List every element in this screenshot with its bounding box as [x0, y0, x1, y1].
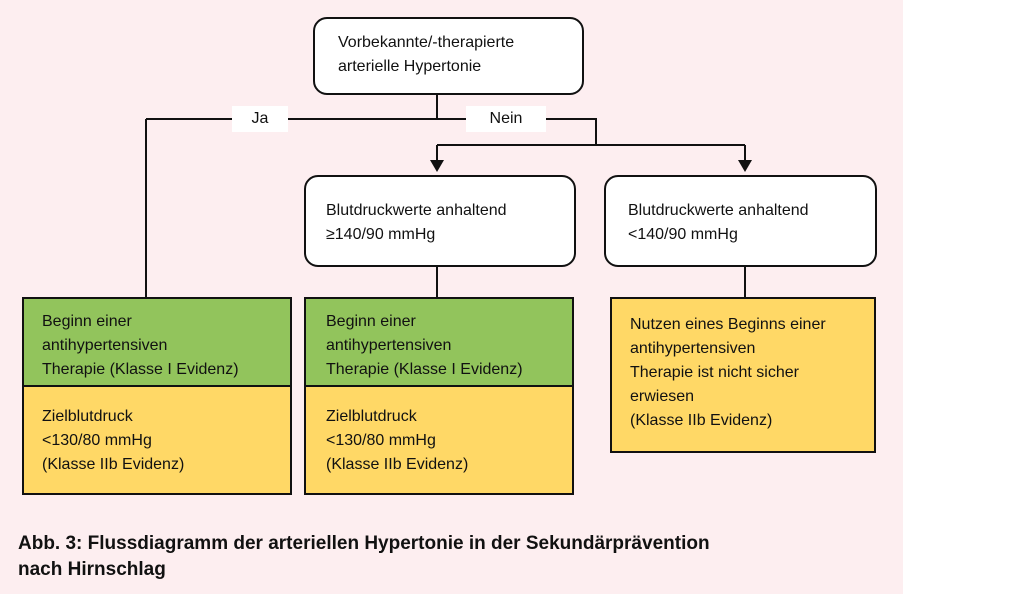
edge-label-ja-text: Ja — [251, 110, 269, 127]
edge-label-ja: Ja — [232, 106, 288, 132]
decision-low-line-1: Blutdruckwerte anhaltend — [628, 202, 809, 219]
benefit-right-line-1: Nutzen eines Beginns einer — [630, 316, 826, 333]
decision-high-line-1: Blutdruckwerte anhaltend — [326, 202, 507, 219]
arrowhead-to-high — [430, 160, 444, 172]
therapy-left-line-1: Beginn einer — [42, 313, 132, 330]
benefit-right-line-5: (Klasse IIb Evidenz) — [630, 412, 773, 429]
start-node: Vorbekannte/-therapierte arterielle Hype… — [313, 17, 584, 95]
figure-caption: Abb. 3: Flussdiagramm der arteriellen Hy… — [18, 531, 878, 583]
target-middle-line-3: (Klasse IIb Evidenz) — [326, 456, 469, 473]
start-node-line-2: arterielle Hypertonie — [338, 58, 482, 75]
benefit-right-line-4: erwiesen — [630, 388, 695, 405]
figure-caption-line-2: nach Hirnschlag — [18, 559, 166, 580]
target-middle-node: Zielblutdruck <130/80 mmHg (Klasse IIb E… — [304, 385, 574, 495]
therapy-middle-line-3: Therapie (Klasse I Evidenz) — [326, 361, 523, 378]
figure-caption-line-1: Abb. 3: Flussdiagramm der arteriellen Hy… — [18, 533, 710, 554]
target-left-line-3: (Klasse IIb Evidenz) — [42, 456, 185, 473]
therapy-left-line-3: Therapie (Klasse I Evidenz) — [42, 361, 239, 378]
target-left-line-1: Zielblutdruck — [42, 408, 133, 425]
start-node-line-1: Vorbekannte/-therapierte — [338, 34, 515, 51]
target-left-node: Zielblutdruck <130/80 mmHg (Klasse IIb E… — [22, 385, 292, 495]
target-middle-line-1: Zielblutdruck — [326, 408, 417, 425]
therapy-middle-line-2: antihypertensiven — [326, 337, 452, 354]
decision-low-node: Blutdruckwerte anhaltend <140/90 mmHg — [604, 175, 877, 267]
arrowhead-to-low — [738, 160, 752, 172]
target-left-line-2: <130/80 mmHg — [42, 432, 152, 449]
decision-high-line-2: ≥140/90 mmHg — [326, 226, 436, 243]
therapy-middle-node: Beginn einer antihypertensiven Therapie … — [304, 297, 574, 385]
benefit-right-line-3: Therapie ist nicht sicher — [630, 364, 799, 381]
benefit-right-node: Nutzen eines Beginns einer antihypertens… — [610, 297, 876, 453]
therapy-left-line-2: antihypertensiven — [42, 337, 168, 354]
edge-label-nein-text: Nein — [489, 110, 523, 127]
edge-label-nein: Nein — [466, 106, 546, 132]
therapy-middle-line-1: Beginn einer — [326, 313, 416, 330]
target-middle-line-2: <130/80 mmHg — [326, 432, 436, 449]
decision-low-line-2: <140/90 mmHg — [628, 226, 738, 243]
therapy-left-node: Beginn einer antihypertensiven Therapie … — [22, 297, 292, 385]
decision-high-node: Blutdruckwerte anhaltend ≥140/90 mmHg — [304, 175, 576, 267]
benefit-right-line-2: antihypertensiven — [630, 340, 756, 357]
